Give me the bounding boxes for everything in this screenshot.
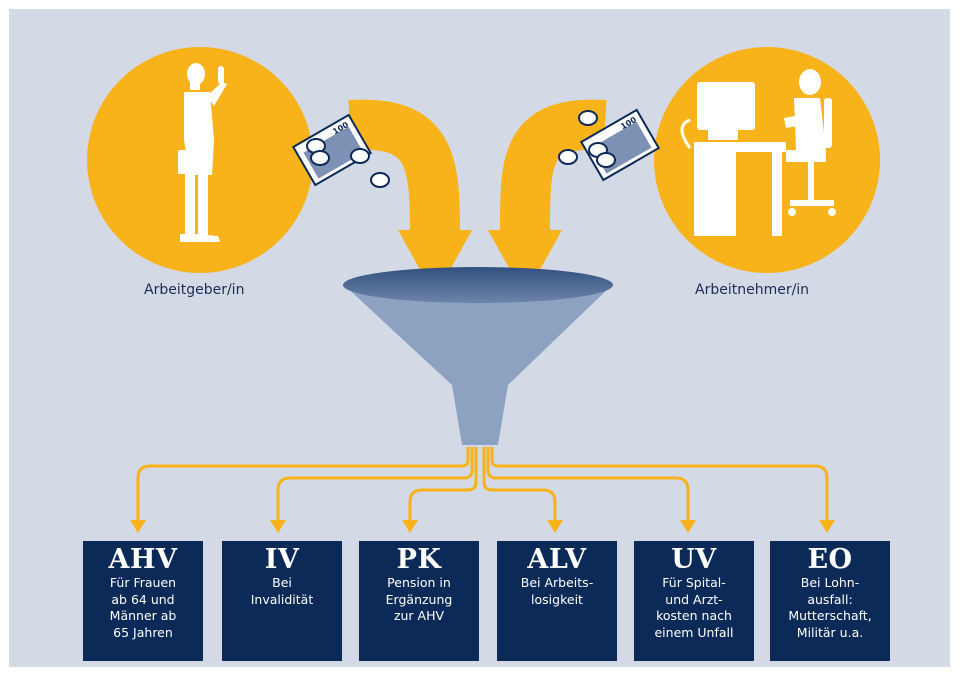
insurance-code: AHV [108, 544, 178, 575]
insurance-description-line: Ergänzung [385, 591, 453, 607]
insurance-description-line: Für Spital- [662, 575, 726, 590]
insurance-box-pk: PK Pension in Ergänzung zur AHV [359, 541, 479, 661]
insurance-description-line: kosten nach [656, 608, 732, 623]
distribution-arrowheads [130, 520, 835, 533]
employee-contribution-arrow [488, 99, 607, 297]
insurance-description-line: zur AHV [393, 608, 445, 623]
employee-at-desk-icon [680, 69, 836, 236]
insurance-description-line: 65 Jahren [113, 624, 173, 640]
insurance-description-line: und Arzt- [665, 591, 723, 607]
distribution-lines [136, 447, 829, 522]
insurance-description-line: ab 64 und [111, 591, 175, 607]
businessman-icon [178, 63, 227, 242]
insurance-box-eo: EO Bei Lohn- ausfall: Mutterschaft, Mili… [770, 541, 890, 661]
insurance-box-iv: IV Bei Invalidität [222, 541, 342, 661]
insurance-description-line: Bei [272, 575, 292, 590]
insurance-description-line: einem Unfall [654, 624, 734, 640]
insurance-description-line: ausfall: [807, 591, 853, 607]
insurance-box-ahv: AHV Für Frauen ab 64 und Männer ab 65 Ja… [83, 541, 203, 661]
employee-circle [654, 47, 880, 273]
insurance-code: ALV [527, 544, 587, 575]
insurance-description-line: Invalidität [250, 591, 314, 607]
insurance-description-line: Pension in [387, 575, 451, 590]
insurance-code: EO [807, 544, 853, 575]
insurance-description-line: Militär u.a. [796, 624, 864, 640]
insurance-description-line: Bei Lohn- [800, 575, 860, 590]
insurance-description-line: Für Frauen [109, 575, 177, 590]
insurance-box-alv: ALV Bei Arbeits- losigkeit [497, 541, 617, 661]
insurance-box-uv: UV Für Spital- und Arzt- kosten nach ein… [634, 541, 754, 661]
employer-money-icon: 100 [291, 113, 390, 188]
insurance-code: IV [264, 544, 300, 575]
funnel-icon [343, 267, 613, 445]
insurance-description-line: Bei Arbeits- [520, 575, 594, 590]
insurance-code: PK [396, 544, 442, 575]
insurance-description-line: losigkeit [531, 591, 583, 607]
insurance-code: UV [671, 544, 717, 575]
employee-label: Arbeitnehmer/in [695, 282, 810, 298]
employer-contribution-arrow [348, 99, 472, 297]
employer-label: Arbeitgeber/in [144, 282, 245, 298]
employee-money-icon: 100 [558, 108, 661, 182]
insurance-description-line: Mutterschaft, [788, 608, 872, 623]
insurance-description-line: Männer ab [109, 608, 177, 623]
